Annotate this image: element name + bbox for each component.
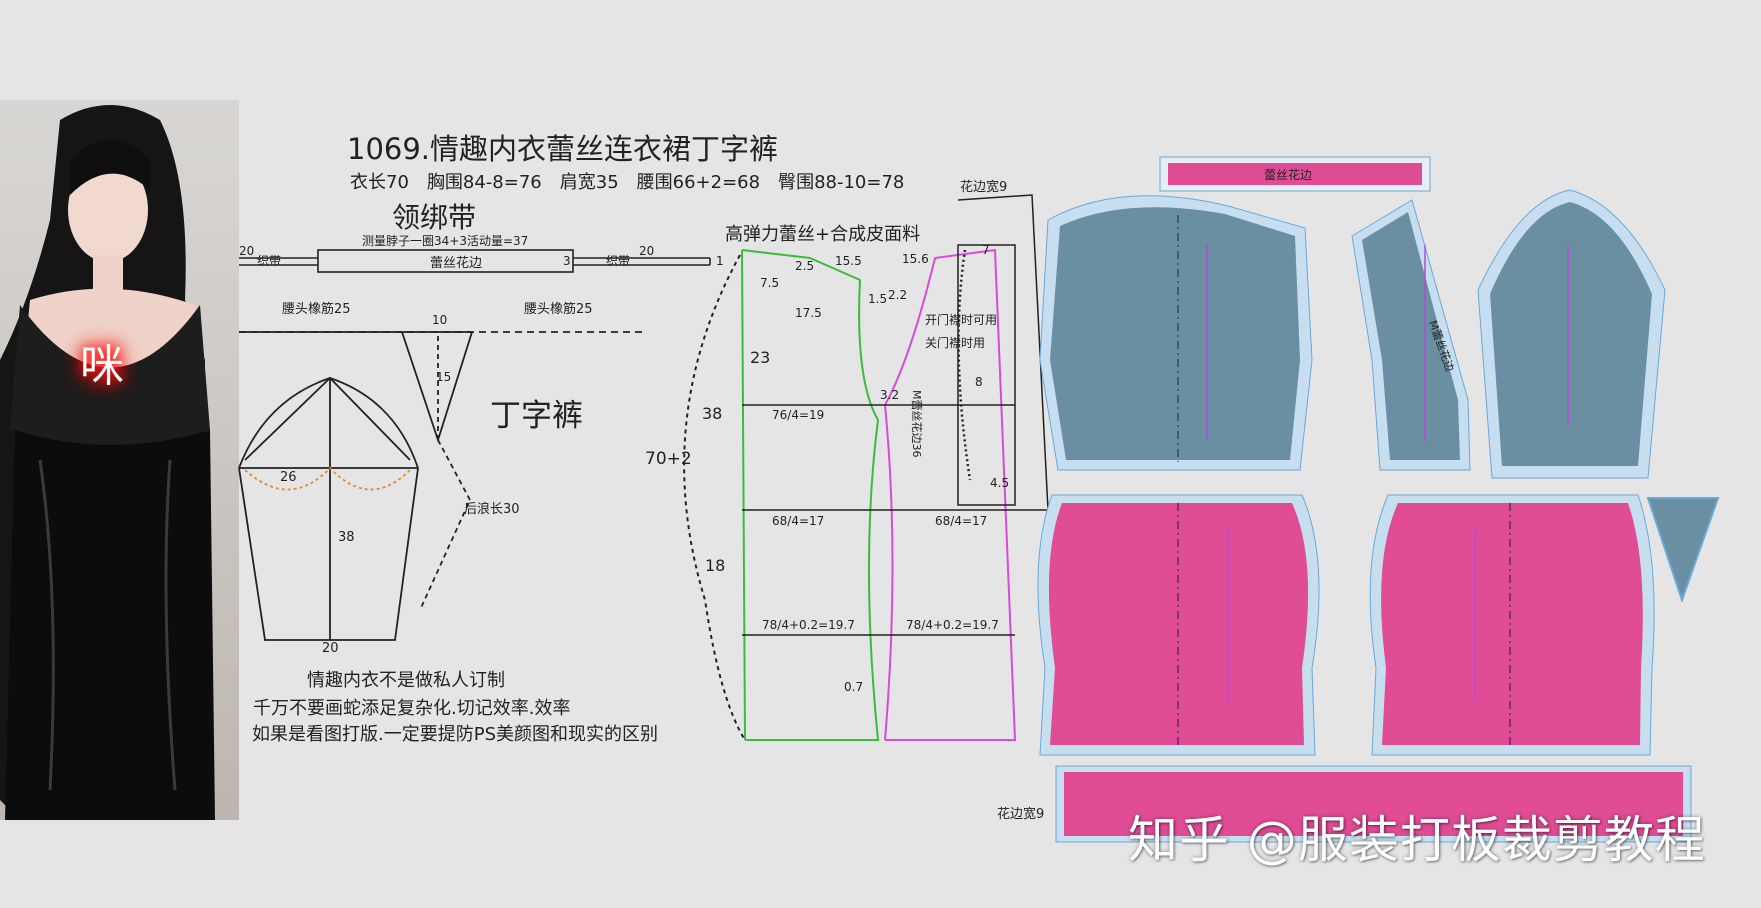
dim-1-5: 1.5: [868, 292, 888, 306]
collar-title: 领绑带: [392, 201, 477, 234]
back-crotch-label: 后浪长30: [464, 502, 520, 517]
sleeve-draft: [238, 376, 419, 641]
front-skirt-piece: [1037, 494, 1320, 756]
collar-left-label: 织带: [257, 254, 282, 268]
lace-width-label: 花边宽9: [960, 180, 1008, 195]
note-line-3: 如果是看图打版.一定要提防PS美颜图和现实的区别: [252, 724, 658, 745]
side-bodice-piece: [1351, 199, 1471, 471]
collar-strap-draft: [239, 249, 711, 273]
dim-18: 18: [705, 556, 726, 575]
chest-front-label: 76/4=19: [772, 408, 825, 422]
photo-badge: 咪: [80, 341, 124, 392]
dress-bodice-draft: [683, 194, 1049, 741]
model-photo: 咪: [0, 100, 239, 820]
fabric-label: 高弹力蕾丝+合成皮面料: [725, 224, 921, 245]
note-line-2: 千万不要画蛇添足复杂化.切记效率.效率: [253, 698, 571, 719]
thong-draft: [239, 331, 645, 611]
collar-note: 测量脖子一圈34+3活动量=37: [362, 234, 529, 248]
dim-23: 23: [750, 348, 771, 367]
diagram-title: 1069.情趣内衣蕾丝连衣裙丁字裤: [347, 132, 779, 166]
sleeve-d26: 26: [280, 470, 297, 485]
note-line-1: 情趣内衣不是做私人订制: [307, 670, 505, 691]
back-skirt-piece: [1369, 494, 1655, 756]
dim-0-7: 0.7: [844, 680, 864, 694]
hip-front-label: 78/4+0.2=19.7: [762, 618, 855, 632]
collar-dim1: 1: [716, 254, 724, 268]
dim-38: 38: [702, 404, 723, 423]
triangle-piece: [1646, 497, 1720, 604]
model-illustration: [0, 105, 215, 820]
sleeve-piece: [1477, 189, 1666, 479]
lace-note-vertical: M蕾丝花边36: [910, 390, 923, 458]
dim-15-6: 15.6: [902, 252, 929, 266]
dim-2-2: 2.2: [888, 288, 908, 302]
dim-8: 8: [975, 375, 983, 389]
dim-2-5: 2.5: [795, 259, 815, 273]
dim-4-5: 4.5: [990, 476, 1010, 490]
total-length-label: 70+2: [645, 449, 692, 469]
dim-17-5: 17.5: [795, 306, 822, 320]
closed-front-note: 关门襟时用: [925, 336, 986, 350]
collar-dim3: 3: [563, 254, 571, 268]
lace-strip-piece: [1159, 156, 1431, 192]
lace-strip-label: 蕾丝花边: [1264, 168, 1313, 182]
collar-center-label: 蕾丝花边: [430, 256, 483, 271]
waist-back-label: 68/4=17: [935, 514, 988, 528]
sleeve-d20: 20: [322, 641, 339, 656]
collar-right-label: 织带: [606, 254, 631, 268]
open-front-note: 开门襟时可用: [925, 313, 998, 327]
dim-7: 7: [982, 243, 990, 257]
measurement-summary: 衣长70 胸围84-8=76 肩宽35 腰围66+2=68 臀围88-10=78: [350, 172, 905, 193]
dim-3-2: 3.2: [880, 388, 900, 402]
front-bodice-piece: [1039, 195, 1313, 471]
dim-7-5: 7.5: [760, 276, 780, 290]
thong-d10: 10: [432, 313, 448, 327]
bottom-lace-width-label: 花边宽9: [997, 807, 1045, 822]
elastic-right-label: 腰头橡筋25: [524, 302, 593, 317]
sleeve-d38: 38: [338, 530, 355, 545]
collar-right-dim: 20: [639, 244, 655, 258]
watermark: 知乎 @服装打板裁剪教程: [1128, 811, 1706, 869]
thong-d15: 15: [436, 370, 452, 384]
elastic-left-label: 腰头橡筋25: [282, 302, 351, 317]
hip-back-label: 78/4+0.2=19.7: [906, 618, 999, 632]
dim-15-5: 15.5: [835, 254, 862, 268]
collar-left-dim: 20: [239, 244, 255, 258]
thong-title: 丁字裤: [490, 398, 583, 434]
waist-front-label: 68/4=17: [772, 514, 825, 528]
bottom-lace-piece: [1055, 765, 1692, 843]
